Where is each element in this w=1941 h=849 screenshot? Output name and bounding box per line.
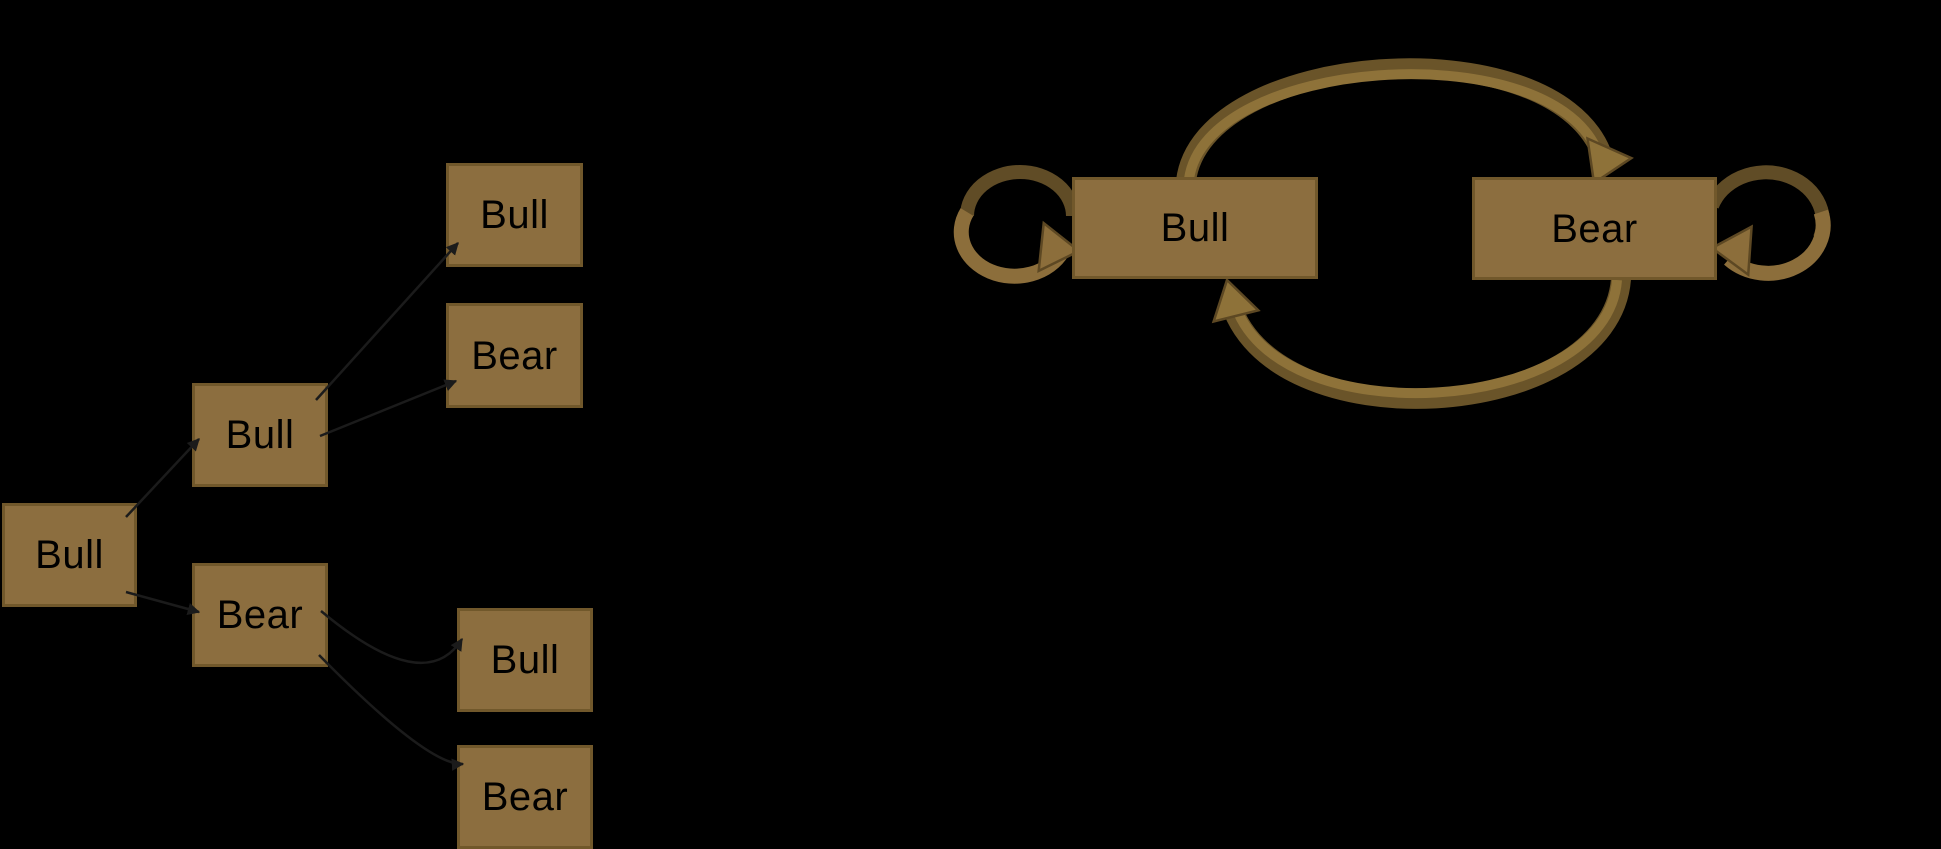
self-loop-arrow-bull (953, 165, 1082, 284)
tree-root-bull-box: Bull (2, 503, 137, 607)
tree-child-bear-box: Bear (192, 563, 328, 667)
tree-child-bull-label: Bull (225, 413, 295, 457)
tree-child-bull-box: Bull (192, 383, 328, 487)
tree-leaf-bull-bottom-box: Bull (457, 608, 593, 712)
tree-leaf-bear-top-label: Bear (471, 333, 558, 378)
tree-child-bear-label: Bear (216, 593, 304, 637)
tree-leaf-bear-top-box: Bear (446, 303, 583, 408)
tree-leaf-bull-top-box: Bull (446, 163, 583, 267)
transition-arrow-bear-to-bull (1211, 277, 1631, 409)
tree-root-bull-label: Bull (35, 533, 104, 577)
state-bull-box: Bull (1072, 177, 1318, 279)
tree-leaf-bear-bottom-box: Bear (457, 745, 593, 849)
tree-leaf-bull-top-label: Bull (480, 193, 549, 237)
tree-leaf-bull-bottom-label: Bull (490, 638, 560, 682)
transition-arrow-bull-to-bear (1176, 58, 1634, 186)
state-bear-box: Bear (1472, 177, 1717, 280)
state-bear-label: Bear (1551, 206, 1638, 251)
state-bull-label: Bull (1160, 206, 1230, 250)
self-loop-arrow-bear (1705, 165, 1831, 281)
tree-leaf-bear-bottom-label: Bear (481, 775, 569, 819)
